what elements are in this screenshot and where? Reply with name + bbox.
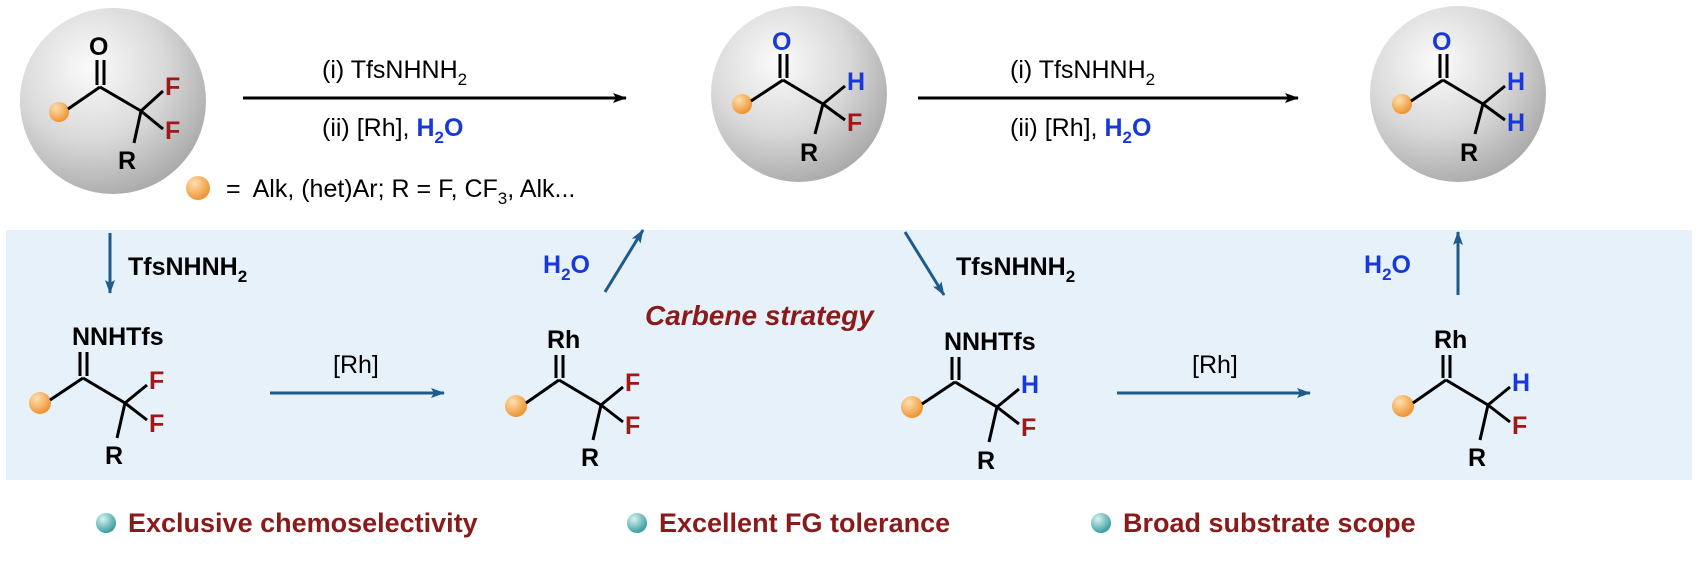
legend-dot [186,176,210,200]
atom-o: O [772,28,791,56]
monofluoro-ketone: O H F R [711,6,887,182]
substituent-dot [49,102,69,122]
substituent-dot [1392,94,1412,114]
bullet-dot-icon [1091,513,1111,533]
atom-o: O [1432,28,1451,56]
atom-r: R [977,447,995,475]
sphere-2 [711,6,887,182]
substituent-dot [901,396,923,418]
difluoro-rh-carbene: Rh F F R [505,326,640,472]
reagent-step-1b: (i) TfsNHNH2 [1010,56,1155,89]
atom-h: H [847,68,865,96]
methyl-ketone: O H H R [1370,6,1546,182]
reagent-step-2: (ii) [Rh], H2O [322,114,463,147]
atom-rh: Rh [1434,326,1467,354]
atom-r: R [581,444,599,472]
atom-h: H [1507,68,1525,96]
reagent-step-1: (i) TfsNHNH2 [322,56,467,89]
atom-r: R [1460,139,1478,167]
legend-text: =Alk, (het)Ar; R = F, CF3, Alk... [226,175,575,208]
sphere-1 [20,8,206,194]
atom-f: F [1021,414,1036,442]
feature-item: Broad substrate scope [1123,508,1416,538]
atom-o: O [89,33,108,61]
atom-f: F [625,369,640,397]
arrow-hydrolysis-1 [603,229,645,293]
atom-f: F [1512,412,1527,440]
atom-h: H [1021,371,1039,399]
atom-h: H [1512,369,1530,397]
atom-rh: Rh [547,326,580,354]
atom-r: R [800,139,818,167]
arrow-hydrazone-formation-2 [903,231,946,296]
water-label: H2O [1364,251,1411,284]
substituent-dot [505,395,527,417]
hydrazone-group: NNHTfs [72,323,164,351]
difluoro-ketone: O F F R [20,8,206,194]
monofluoro-rh-carbene: Rh H F R [1392,326,1530,472]
atom-f: F [165,117,180,145]
atom-f: F [149,410,164,438]
hydrazone-group: NNHTfs [944,328,1036,356]
carbene-strategy-title: Carbene strategy [645,300,875,331]
atom-f: F [625,412,640,440]
substituent-dot [732,94,752,114]
reagent-step-2b: (ii) [Rh], H2O [1010,114,1151,147]
rh-catalyst-label: [Rh] [1192,351,1238,379]
atom-f: F [149,367,164,395]
atom-r: R [105,442,123,470]
water-label: H2O [543,251,590,284]
carbene-panel [6,230,1692,480]
sphere-3 [1370,6,1546,182]
bullet-dot-icon [96,513,116,533]
bullet-dot-icon [627,513,647,533]
reagent-label: TfsNHNH2 [128,253,247,286]
atom-r: R [1468,444,1486,472]
feature-item: Exclusive chemoselectivity [128,508,478,538]
substituent-dot [29,392,51,414]
atom-h: H [1507,109,1525,137]
difluoro-hydrazone: NNHTfs F F R [29,323,164,470]
monofluoro-hydrazone: NNHTfs H F R [901,328,1039,475]
atom-r: R [118,147,136,175]
atom-f: F [847,109,862,137]
reagent-label: TfsNHNH2 [956,253,1075,286]
rh-catalyst-label: [Rh] [333,351,379,379]
substituent-dot [1392,395,1414,417]
atom-f: F [165,73,180,101]
feature-list: Exclusive chemoselectivity Excellent FG … [96,508,1416,538]
feature-item: Excellent FG tolerance [659,508,950,538]
